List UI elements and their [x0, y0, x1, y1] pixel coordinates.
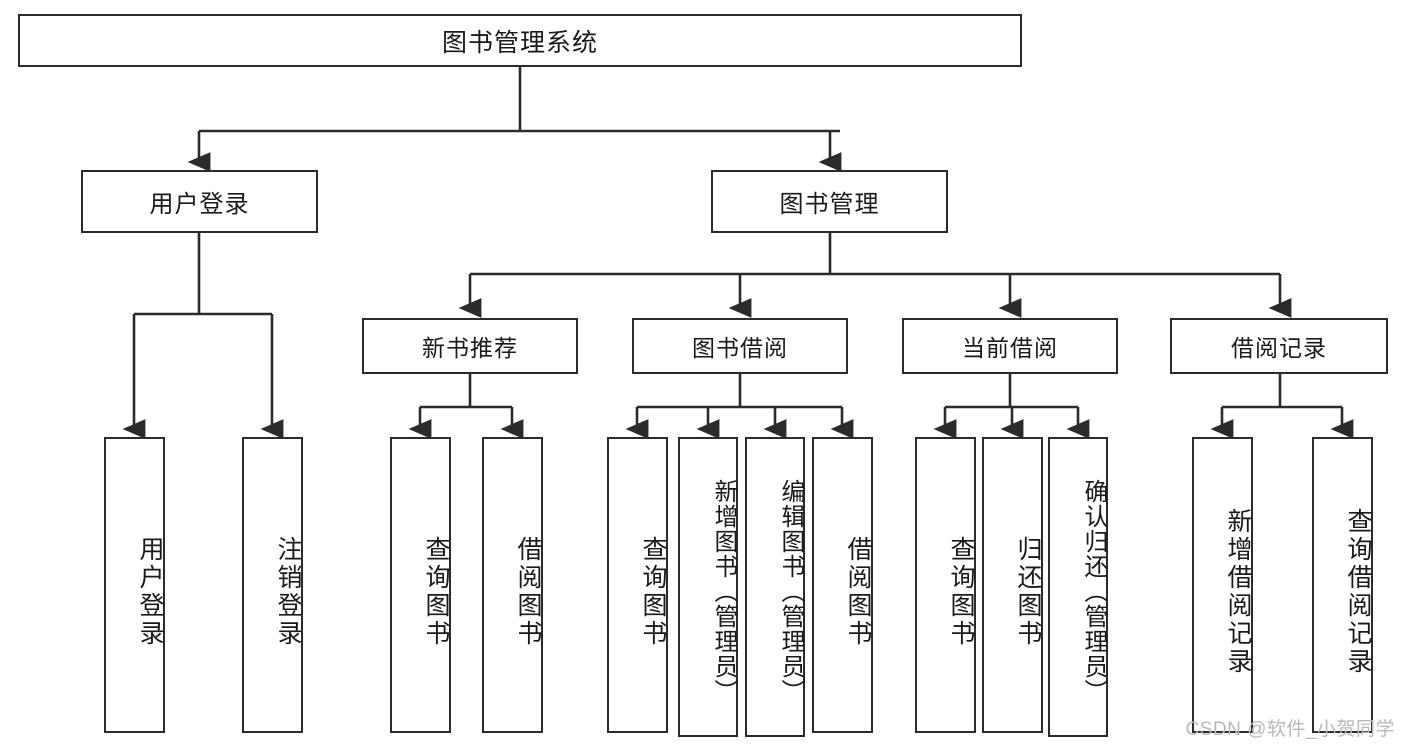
leaf-user-login[interactable]: 用户登录 [104, 437, 165, 733]
leaf-logout-login[interactable]: 注销登录 [242, 437, 303, 733]
leaf-confirm-return-admin[interactable]: 确认归还（管理员） [1048, 437, 1108, 737]
node-label: 图书管理系统 [441, 28, 598, 57]
leaf-edit-book-admin[interactable]: 编辑图书（管理员） [745, 437, 805, 737]
node-label: 新增借阅记录 [1224, 508, 1252, 676]
node-label: 新增图书（管理员） [710, 478, 737, 704]
node-borrow-record[interactable]: 借阅记录 [1170, 318, 1388, 374]
node-book-borrow[interactable]: 图书借阅 [632, 318, 848, 374]
node-label: 注销登录 [274, 536, 302, 648]
node-label: 当前借阅 [962, 335, 1058, 361]
node-label: 编辑图书（管理员） [777, 478, 804, 704]
node-label: 归还图书 [1014, 536, 1042, 648]
node-label: 查询图书 [947, 536, 975, 648]
node-label: 借阅记录 [1231, 335, 1327, 361]
node-label: 查询借阅记录 [1344, 508, 1372, 676]
node-current-borrow[interactable]: 当前借阅 [902, 318, 1118, 374]
leaf-query-book-borrow[interactable]: 查询图书 [607, 437, 668, 733]
node-root-book-management-system[interactable]: 图书管理系统 [18, 14, 1022, 67]
node-new-book-recommend[interactable]: 新书推荐 [362, 318, 578, 374]
leaf-borrow-book[interactable]: 借阅图书 [812, 437, 873, 733]
node-label: 查询图书 [422, 536, 450, 648]
watermark-text: CSDN @软件_小贺同学 [1185, 719, 1395, 740]
node-label: 查询图书 [639, 536, 667, 648]
node-label: 图书借阅 [692, 335, 788, 361]
leaf-query-book-recommend[interactable]: 查询图书 [390, 437, 451, 733]
node-label: 借阅图书 [514, 536, 542, 648]
leaf-borrow-book-recommend[interactable]: 借阅图书 [482, 437, 543, 733]
leaf-return-book[interactable]: 归还图书 [982, 437, 1043, 733]
node-user-login[interactable]: 用户登录 [81, 170, 318, 233]
node-label: 新书推荐 [422, 335, 518, 361]
node-label: 借阅图书 [844, 536, 872, 648]
node-label: 用户登录 [149, 191, 250, 218]
leaf-query-borrow-record[interactable]: 查询借阅记录 [1312, 437, 1373, 733]
leaf-add-book-admin[interactable]: 新增图书（管理员） [678, 437, 738, 737]
node-label: 图书管理 [779, 191, 880, 218]
leaf-query-book-current[interactable]: 查询图书 [915, 437, 976, 733]
node-label: 确认归还（管理员） [1080, 478, 1107, 704]
leaf-add-borrow-record[interactable]: 新增借阅记录 [1192, 437, 1253, 733]
node-book-management[interactable]: 图书管理 [711, 170, 948, 233]
node-label: 用户登录 [136, 536, 164, 648]
